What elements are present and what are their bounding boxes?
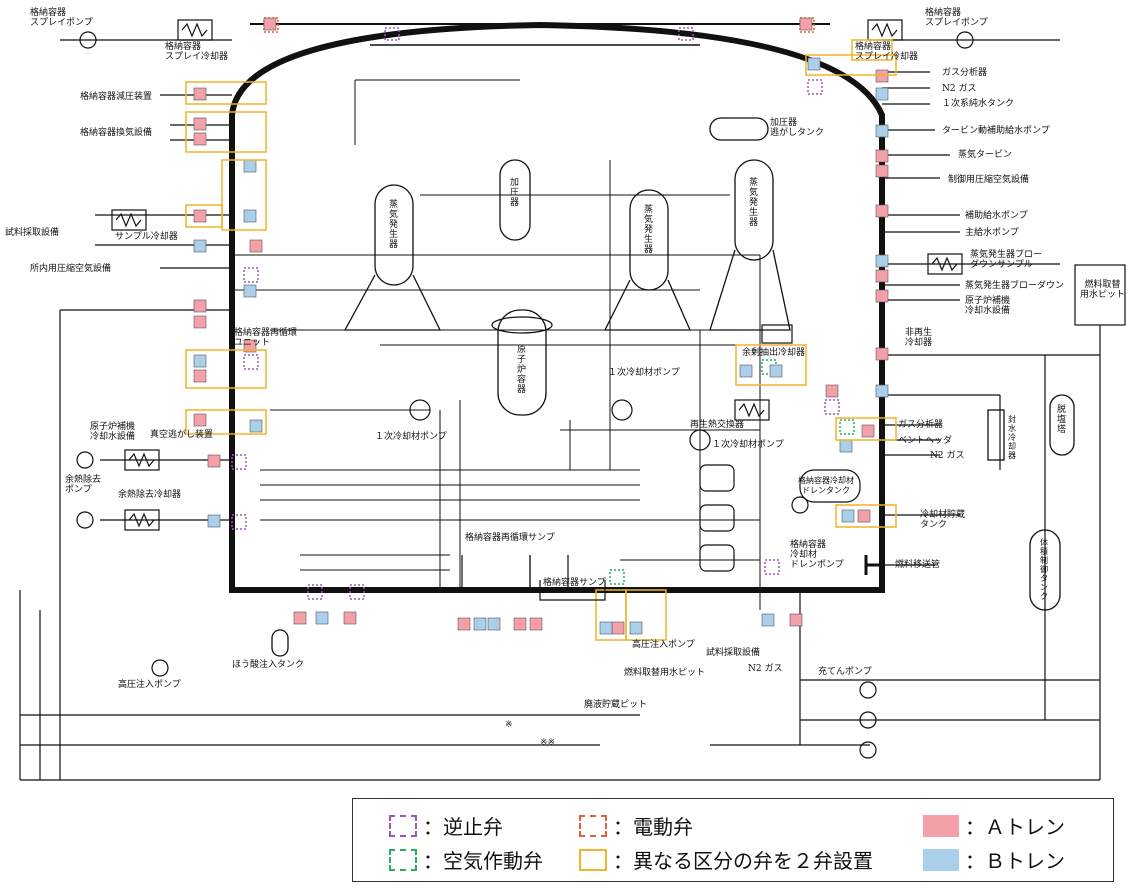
cv-depressurization-label: 格納容器減圧装置 [80, 92, 153, 102]
waste-pit-label: 廃液貯蔵ピット [584, 700, 648, 710]
rhr-pump-label: 余熱除去 ポンプ [65, 475, 102, 495]
fuel-transfer-tube-label: 燃料移送管 [895, 560, 941, 570]
sg2-label: 蒸 気 発 生 器 [644, 205, 654, 255]
gas-analyzer-top-label: ガス分析器 [942, 68, 988, 78]
cv-spray-pump-right-label: 格納容器 スプレイポンプ [925, 8, 988, 28]
control-air-label: 制御用圧縮空気設備 [948, 175, 1030, 185]
coolant-drain-tank-label: 格納容器冷却材 ドレンタンク [798, 476, 854, 495]
mark-double-label: ※※ [540, 738, 556, 748]
rhr-cooler-label: 余熱除去冷却器 [118, 490, 182, 500]
coolant-drain-pump-label: 格納容器 冷却材 ドレンポンプ [790, 540, 844, 570]
legend-air-valve-label: ：空気作動弁 [423, 849, 543, 873]
train-a-swatch [923, 814, 959, 837]
cv-ventilation-label: 格納容器換気設備 [80, 128, 153, 138]
rcp-left-label: １次冷却材ポンプ [375, 432, 447, 442]
legend-motor-valve-label: ：電動弁 [613, 815, 693, 839]
vct [1029, 529, 1061, 611]
turbine-afw-pump-label: タービン動補助給水ポンプ [942, 126, 1050, 136]
piping-diagram [19, 17, 1126, 781]
sg1-label: 蒸 気 発 生 器 [389, 200, 399, 250]
afw-pump-label: 補助給水ポンプ [965, 211, 1028, 221]
reactor-vessel-label: 原 子 炉 容 器 [517, 345, 527, 395]
air-valve-swatch [389, 848, 417, 871]
dual-valve-frames [185, 39, 897, 641]
mark-single-label: ※ [505, 720, 513, 730]
legend-train-b-label: ：Ｂトレン [965, 849, 1065, 873]
fuel-pit-water-label: 燃料取替 用水ピット [1080, 280, 1126, 300]
legend-train-b: ：Ｂトレン [923, 845, 1065, 874]
legend-motor-valve: ：電動弁 [579, 811, 693, 840]
main-fw-pump-label: 主給水ポンプ [965, 228, 1019, 238]
train-b-swatch [923, 848, 959, 871]
cv-sump-label: 格納容器サンプ [543, 578, 606, 588]
left-penetrations [19, 39, 1100, 781]
boric-tank [271, 629, 289, 657]
sg-blowdown-label: 蒸気発生器ブローダウン [965, 281, 1065, 291]
sample-system2-label: 試料採取設備 [706, 648, 761, 658]
n2-top-label: N2 ガス [942, 84, 977, 94]
legend-dual-valve: ：異なる区分の弁を２弁設置 [579, 845, 873, 874]
seal-water-filter-label: 封 水 冷 却 器 [1008, 415, 1016, 460]
vacuum-breaker-label: 真空逃がし装置 [150, 430, 214, 440]
vct-label: 体 積 制 御 タ ン ク [1040, 538, 1048, 601]
steam-generator-2 [629, 189, 669, 291]
n2-bottom-label: N2 ガス [748, 664, 783, 674]
dual-valve-swatch [579, 848, 607, 871]
gas-analyzer-mid-label: ガス分析器 [898, 420, 944, 430]
check-valve-swatch [389, 814, 417, 837]
ccw-right-label: 原子炉補機 冷却水設備 [965, 296, 1011, 316]
legend-dual-valve-label: ：異なる区分の弁を２弁設置 [613, 849, 873, 873]
sg-blowdown-sample-label: 蒸気発生器ブロー ダウンサンプル [970, 250, 1043, 270]
pzr-relief-tank [709, 117, 769, 141]
legend-train-a-label: ：Ａトレン [965, 815, 1065, 839]
nonregen-cooler-label: 非再生 冷却器 [905, 328, 933, 348]
sg3-label: 蒸 気 発 生 器 [749, 178, 759, 228]
vent-header-label: ベントヘッダ [898, 436, 953, 446]
steam-turbine-label: 蒸気タービン [958, 150, 1013, 160]
recirc-unit-label: 格納容器再循環 ユニット [234, 328, 298, 348]
station-air-label: 所内用圧縮空気設備 [30, 264, 112, 274]
cv-spray-pump-left-label: 格納容器 スプレイポンプ [30, 8, 93, 28]
train-valves [193, 17, 889, 635]
reactor-vessel [497, 309, 547, 416]
interior-piping [232, 79, 761, 610]
rcp-center-label: １次冷却材ポンプ [608, 368, 680, 378]
cv-spray-cooler-left-label: 格納容器 スプレイ冷却器 [165, 42, 229, 62]
boric-tank-label: ほう酸注入タンク [232, 660, 305, 670]
fuel-pit-water2-label: 燃料取替用水ピット [624, 668, 706, 678]
charging-pump-label: 充てんポンプ [818, 667, 872, 677]
coolant-storage-tank-label: 冷却材貯蔵 タンク [920, 510, 966, 530]
recirc-sump-label: 格納容器再循環サンプ [465, 533, 555, 543]
ccw-left-label: 原子炉補機 冷却水設備 [90, 422, 136, 442]
rcp-right-label: １次冷却材ポンプ [712, 440, 784, 450]
legend-train-a: ：Ａトレン [923, 811, 1065, 840]
motor-valve-swatch [579, 814, 607, 837]
valve-markers [231, 17, 855, 600]
demineralizer-vessel [1049, 394, 1075, 456]
cv-spray-cooler-right-label: 格納容器 スプレイ冷却器 [855, 42, 919, 62]
sample-system-label: 試料採取設備 [5, 228, 60, 238]
regen-hx-label: 再生熱交換器 [690, 420, 745, 430]
excess-letdown-label: 余剰抽出冷却器 [742, 348, 806, 358]
legend-box: ：逆止弁 ：電動弁 ：Ａトレン ：空気作動弁 ：異なる区分の弁を２弁設置 ：Ｂト… [352, 798, 1114, 882]
pressurizer-vessel [499, 159, 531, 241]
hp-pump-left-label: 高圧注入ポンプ [118, 680, 181, 690]
hp-pump-center-label: 高圧注入ポンプ [632, 640, 695, 650]
legend-check-valve: ：逆止弁 [389, 811, 503, 840]
pressurizer-label: 加 圧 器 [510, 178, 520, 208]
containment-boundary [229, 21, 885, 593]
right-penetrations [710, 39, 1101, 780]
steam-generator-1 [374, 184, 414, 286]
steam-generator-3 [734, 159, 774, 261]
primary-pure-water-label: １次系純水タンク [942, 99, 1015, 109]
demineralizer-label: 脱 塩 塔 [1057, 405, 1067, 435]
n2-mid-label: N2 ガス [930, 451, 965, 461]
legend-check-valve-label: ：逆止弁 [423, 815, 503, 839]
sample-cooler-label: サンプル冷却器 [115, 232, 178, 242]
legend-air-valve: ：空気作動弁 [389, 845, 543, 874]
pzr-relief-tank-label: 加圧器 逃がしタンク [770, 118, 825, 138]
